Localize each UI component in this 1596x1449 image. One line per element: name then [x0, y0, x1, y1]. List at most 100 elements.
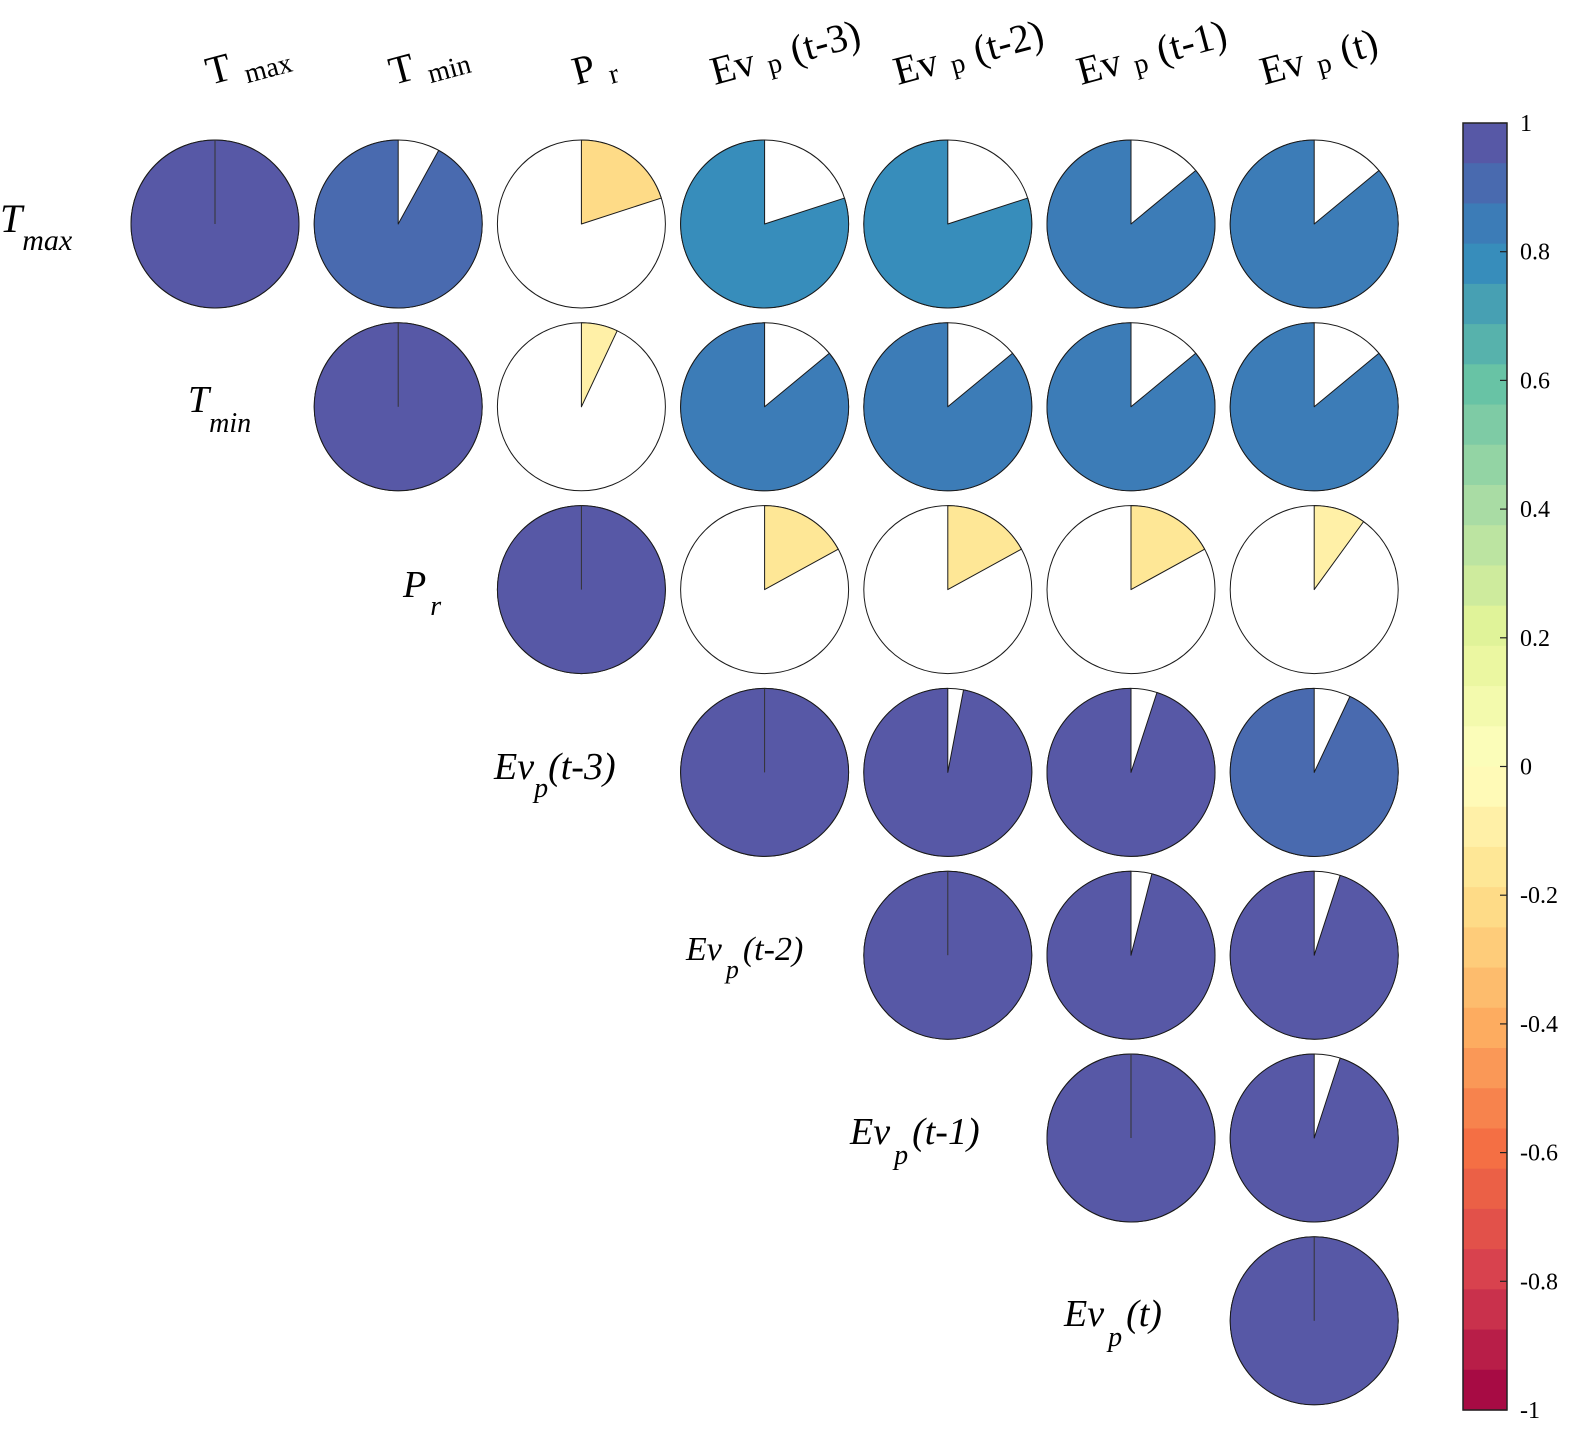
pie-cell-ev-p-t-1-ev-p-t [1229, 1053, 1399, 1223]
pie-slice [764, 505, 839, 591]
pie-cell-t-max-ev-p-t-3 [680, 139, 850, 309]
colorbar-level [1463, 1329, 1507, 1371]
pie-cell-t-max-ev-p-t-1 [1046, 139, 1216, 309]
colorbar-level [1463, 283, 1507, 325]
colorbar-level [1463, 243, 1507, 285]
row-label-ev-p-t: Evp(t) [1063, 1293, 1162, 1353]
pie-slice [313, 139, 483, 309]
colorbar-level [1463, 846, 1507, 888]
pie-slice [1046, 139, 1216, 309]
pie-slice [1229, 870, 1399, 1040]
colorbar-tick-label: 0.8 [1520, 240, 1550, 266]
colorbar-level [1463, 605, 1507, 647]
pie-slice [863, 687, 1033, 857]
colorbar-level [1463, 1168, 1507, 1210]
colorbar-level [1463, 565, 1507, 607]
colorbar-tick-label: -0.4 [1520, 1012, 1558, 1038]
pie-cell-ev-p-t-2-ev-p-t-2 [863, 870, 1033, 1040]
colorbar-tick-label: 0 [1520, 755, 1532, 781]
pie-slice [580, 322, 618, 408]
colorbar-level [1463, 324, 1507, 365]
colorbar-tick-label: 0.4 [1520, 497, 1550, 523]
pie-cell-t-max-ev-p-t [1229, 139, 1399, 309]
pie-cell-t-min-t-min [313, 322, 483, 492]
colorbar-level [1463, 484, 1507, 526]
pie-slice [1229, 1053, 1399, 1223]
pie-slice [1313, 505, 1365, 591]
pie-cell-ev-p-t-3-ev-p-t-2 [863, 687, 1033, 857]
pie-slice [580, 139, 662, 225]
pie-slice [863, 322, 1033, 492]
pie-cell-t-min-p-r [496, 322, 666, 492]
row-label-ev-p-t-1: Evp(t-1) [849, 1111, 980, 1171]
pie-slice [863, 139, 1033, 309]
pie-slice [680, 322, 850, 492]
colorbar-level [1463, 444, 1507, 486]
colorbar: 10.80.60.40.20-0.2-0.4-0.6-0.8-1 [1462, 111, 1558, 1424]
pie-cells [130, 139, 1399, 1406]
colorbar-level [1463, 1048, 1507, 1089]
pie-cell-t-min-ev-p-t-1 [1046, 322, 1216, 492]
colorbar-tick-label: -0.8 [1520, 1269, 1558, 1295]
pie-cell-ev-p-t-3-ev-p-t-1 [1046, 687, 1216, 857]
colorbar-level [1463, 806, 1507, 848]
pie-cell-p-r-ev-p-t [1229, 505, 1399, 675]
pie-cell-t-max-t-max [130, 139, 300, 309]
colorbar-level [1463, 1208, 1507, 1250]
row-label-t-max: Tmax [0, 196, 73, 257]
colorbar-level [1463, 766, 1507, 808]
colorbar-level [1463, 123, 1507, 164]
pie-slice [680, 139, 850, 309]
colorbar-level [1463, 404, 1507, 446]
pie-cell-p-r-ev-p-t-1 [1046, 505, 1216, 675]
colorbar-level [1463, 364, 1507, 406]
row-label-p-r: Pr [402, 564, 441, 622]
pie-cell-ev-p-t-2-ev-p-t-1 [1046, 870, 1216, 1040]
colorbar-level [1463, 1289, 1507, 1331]
pie-slice [1046, 687, 1216, 857]
colorbar-level [1463, 1369, 1507, 1411]
row-label-ev-p-t-2: Evp(t-2) [685, 931, 803, 984]
colorbar-level [1463, 203, 1507, 245]
pie-cell-p-r-p-r [496, 505, 666, 675]
colorbar-level [1463, 967, 1507, 1009]
colorbar-level [1463, 1128, 1507, 1170]
colorbar-level [1463, 1007, 1507, 1049]
pie-slice [947, 505, 1022, 591]
colorbar-level [1463, 1088, 1507, 1130]
pie-cell-ev-p-t-3-ev-p-t [1229, 687, 1399, 857]
pie-cell-t-max-ev-p-t-2 [863, 139, 1033, 309]
colorbar-level [1463, 1249, 1507, 1290]
row-label-ev-p-t-3: Evp(t-3) [493, 746, 616, 804]
colorbar-level [1463, 645, 1507, 687]
pie-cell-ev-p-t-ev-p-t [1229, 1236, 1399, 1406]
pie-cell-ev-p-t-1-ev-p-t-1 [1046, 1053, 1216, 1223]
pie-cell-t-max-t-min [313, 139, 483, 309]
pie-cell-p-r-ev-p-t-2 [863, 505, 1033, 675]
colorbar-level [1463, 525, 1507, 567]
pie-slice [1046, 870, 1216, 1040]
colorbar-level [1463, 163, 1507, 205]
colorbar-level [1463, 686, 1507, 727]
pie-cell-ev-p-t-3-ev-p-t-3 [680, 687, 850, 857]
colorbar-tick-label: -1 [1520, 1398, 1540, 1424]
pie-slice [1229, 139, 1399, 309]
pie-slice [1229, 687, 1399, 857]
pie-slice [1046, 322, 1216, 492]
pie-cell-t-min-ev-p-t-3 [680, 322, 850, 492]
row-label-t-min: Tmin [188, 379, 251, 439]
colorbar-level [1463, 927, 1507, 969]
colorbar-level [1463, 726, 1507, 768]
colorbar-tick-label: 1 [1520, 111, 1532, 137]
colorbar-level [1463, 887, 1507, 928]
pie-slice [1130, 505, 1206, 591]
pie-cell-t-min-ev-p-t-2 [863, 322, 1033, 492]
pie-cell-t-max-p-r [496, 139, 666, 309]
